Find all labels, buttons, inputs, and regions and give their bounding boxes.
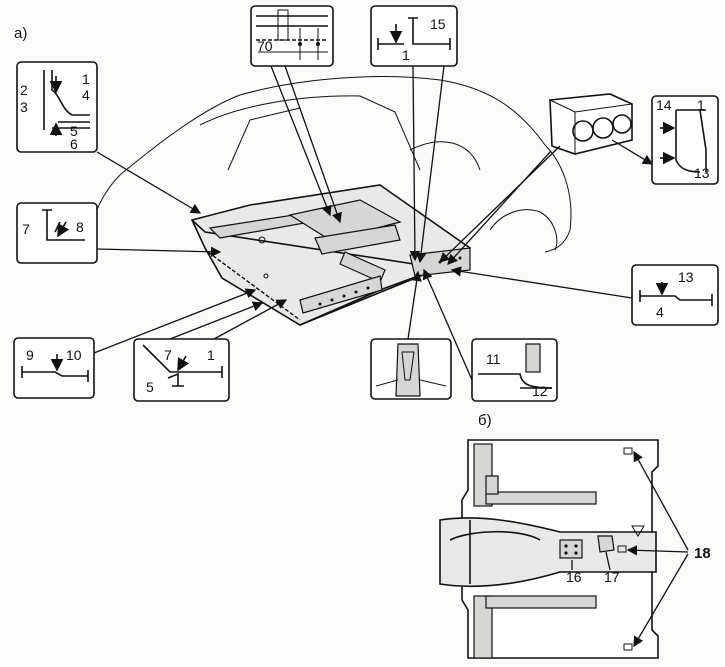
callout-1d: 1 (697, 97, 705, 113)
detail-panel-11-12: 11 12 (471, 338, 558, 402)
callout-16: 16 (566, 569, 582, 585)
callout-7b: 7 (164, 347, 172, 363)
callout-5: 5 (70, 123, 78, 139)
callout-5b: 5 (146, 379, 154, 395)
callout-3: 3 (20, 99, 28, 115)
callout-9: 9 (26, 347, 34, 363)
callout-11: 11 (486, 351, 501, 367)
callout-4b: 4 (656, 304, 664, 320)
callout-14: 14 (656, 97, 672, 113)
detail-panel-13-4: 13 4 (631, 264, 719, 326)
callout-15: 15 (430, 16, 446, 32)
section-b-label: б) (478, 412, 492, 429)
floor-plan-bottom-view: 18 16 17 (439, 439, 711, 659)
callout-13: 13 (694, 165, 710, 181)
car-body-outline (94, 76, 572, 253)
callout-1: 1 (82, 71, 90, 87)
detail-panel-7-8: 7 8 (16, 202, 98, 264)
callout-4: 4 (82, 87, 90, 103)
callout-1c: 1 (402, 47, 410, 63)
callout-18: 18 (694, 545, 711, 562)
detail-panel-14-13: 14 1 13 (651, 95, 719, 185)
callout-2: 2 (20, 82, 28, 98)
detail-panel-15: 15 1 (370, 5, 458, 67)
detail-panel-holes (549, 93, 633, 155)
detail-panel-1-6: 1 2 3 4 5 6 (16, 61, 98, 153)
callout-12: 12 (532, 383, 548, 399)
dim-70-label: 70 (257, 38, 273, 54)
callout-10: 10 (66, 347, 82, 363)
callout-8: 8 (76, 219, 84, 235)
detail-panel-9-10: 9 10 (13, 337, 95, 399)
callout-17: 17 (604, 569, 620, 585)
callout-7: 7 (22, 221, 30, 237)
detail-panel-pillar (370, 338, 452, 400)
callout-13b: 13 (678, 269, 694, 285)
detail-panel-5-7-1: 7 1 5 (133, 338, 230, 402)
callout-1b: 1 (207, 347, 215, 363)
leader-lines (93, 65, 654, 381)
detail-panel-70: 70 (250, 5, 334, 67)
floor-assembly (190, 184, 472, 326)
callout-6: 6 (70, 136, 78, 152)
section-a-label: а) (14, 25, 27, 42)
